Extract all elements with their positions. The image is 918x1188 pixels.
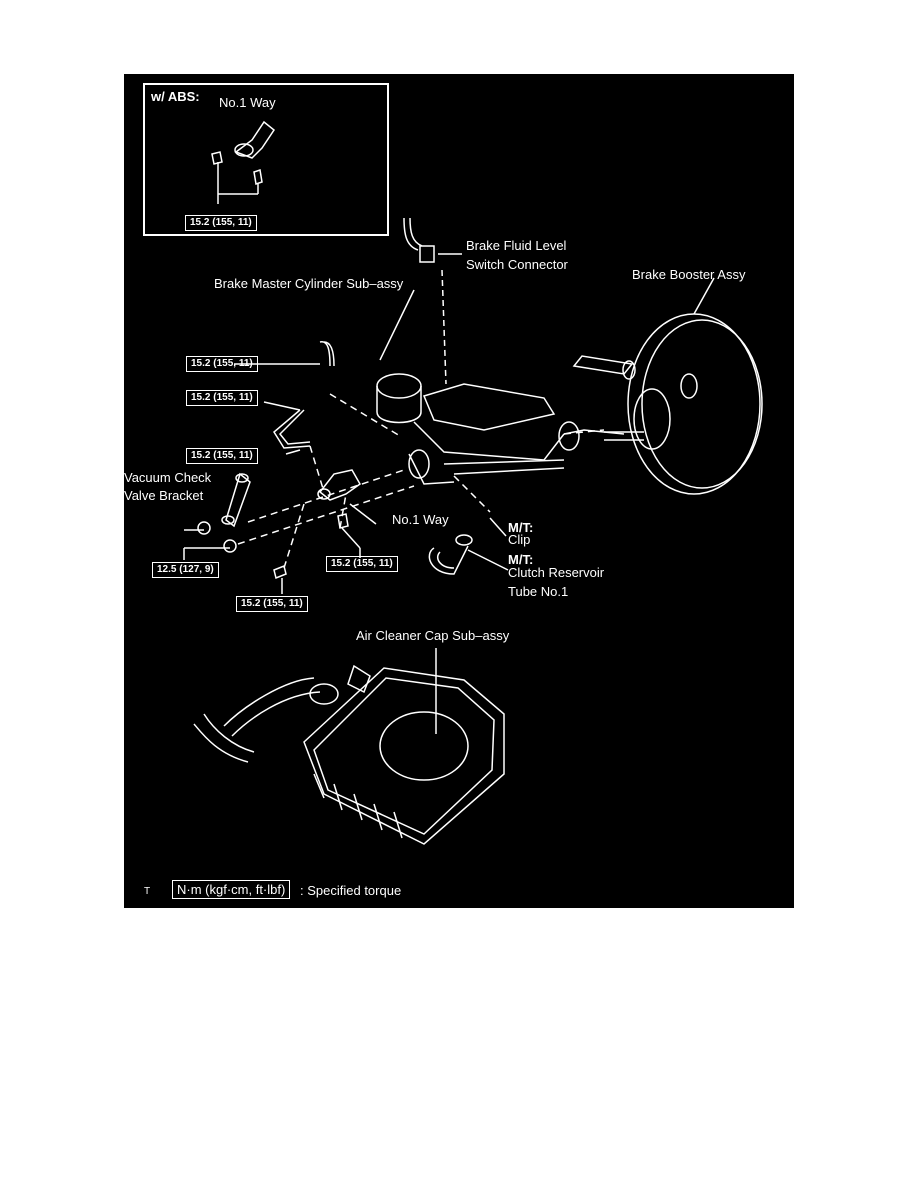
label-vacuum-2: Valve Bracket bbox=[124, 488, 204, 503]
label-master-cylinder: Brake Master Cylinder Sub–assy bbox=[214, 276, 404, 291]
torque-box-3: 15.2 (155, 11) bbox=[186, 448, 258, 464]
air-cleaner-artwork bbox=[193, 664, 505, 845]
torque-box-2: 15.2 (155, 11) bbox=[186, 390, 258, 406]
clutch-tube-artwork bbox=[428, 534, 473, 575]
fluid-level-connector bbox=[403, 217, 462, 385]
label-mt-2: M/T: bbox=[508, 552, 534, 567]
label-clutch-1: Clutch Reservoir bbox=[508, 565, 605, 580]
bolts-and-nuts bbox=[197, 513, 349, 580]
vacuum-bracket-artwork bbox=[221, 469, 361, 528]
torque-box-6: 15.2 (155, 11) bbox=[236, 596, 308, 612]
label-fluid-level-2: Switch Connector bbox=[466, 257, 568, 272]
exploded-view-diagram: w/ ABS: No.1 Way 15.2 (155, 11) Brake Fl… bbox=[124, 74, 794, 908]
leader-lines bbox=[183, 277, 715, 734]
label-mt-1: M/T: bbox=[508, 520, 534, 535]
legend-symbol: T bbox=[144, 886, 151, 897]
master-cylinder-artwork bbox=[376, 373, 625, 485]
torque-box-5: 15.2 (155, 11) bbox=[326, 556, 398, 572]
label-booster: Brake Booster Assy bbox=[632, 267, 746, 282]
inset-title: w/ ABS: bbox=[151, 89, 200, 104]
label-air-cleaner: Air Cleaner Cap Sub–assy bbox=[356, 628, 510, 643]
inset-torque: 15.2 (155, 11) bbox=[185, 215, 257, 231]
label-clip: Clip bbox=[508, 532, 531, 547]
brake-booster-artwork bbox=[572, 313, 763, 495]
legend-text: : Specified torque bbox=[300, 883, 402, 898]
abs-inset: w/ ABS: No.1 Way 15.2 (155, 11) bbox=[143, 83, 389, 236]
torque-box-1: 15.2 (155, 11) bbox=[186, 356, 258, 372]
label-vacuum-1: Vacuum Check bbox=[124, 470, 212, 485]
inset-no1-way-part bbox=[211, 120, 276, 204]
diagram-artwork bbox=[183, 120, 763, 845]
brake-line-pipes bbox=[273, 341, 335, 449]
label-fluid-level-1: Brake Fluid Level bbox=[466, 238, 567, 253]
inset-part-label: No.1 Way bbox=[219, 95, 276, 110]
legend-unit-box: N·m (kgf·cm, ft·lbf) bbox=[172, 880, 291, 899]
label-no1-way: No.1 Way bbox=[392, 512, 449, 527]
label-clutch-2: Tube No.1 bbox=[508, 584, 569, 599]
assembly-lines bbox=[237, 393, 605, 569]
torque-box-4: 12.5 (127, 9) bbox=[152, 562, 219, 578]
